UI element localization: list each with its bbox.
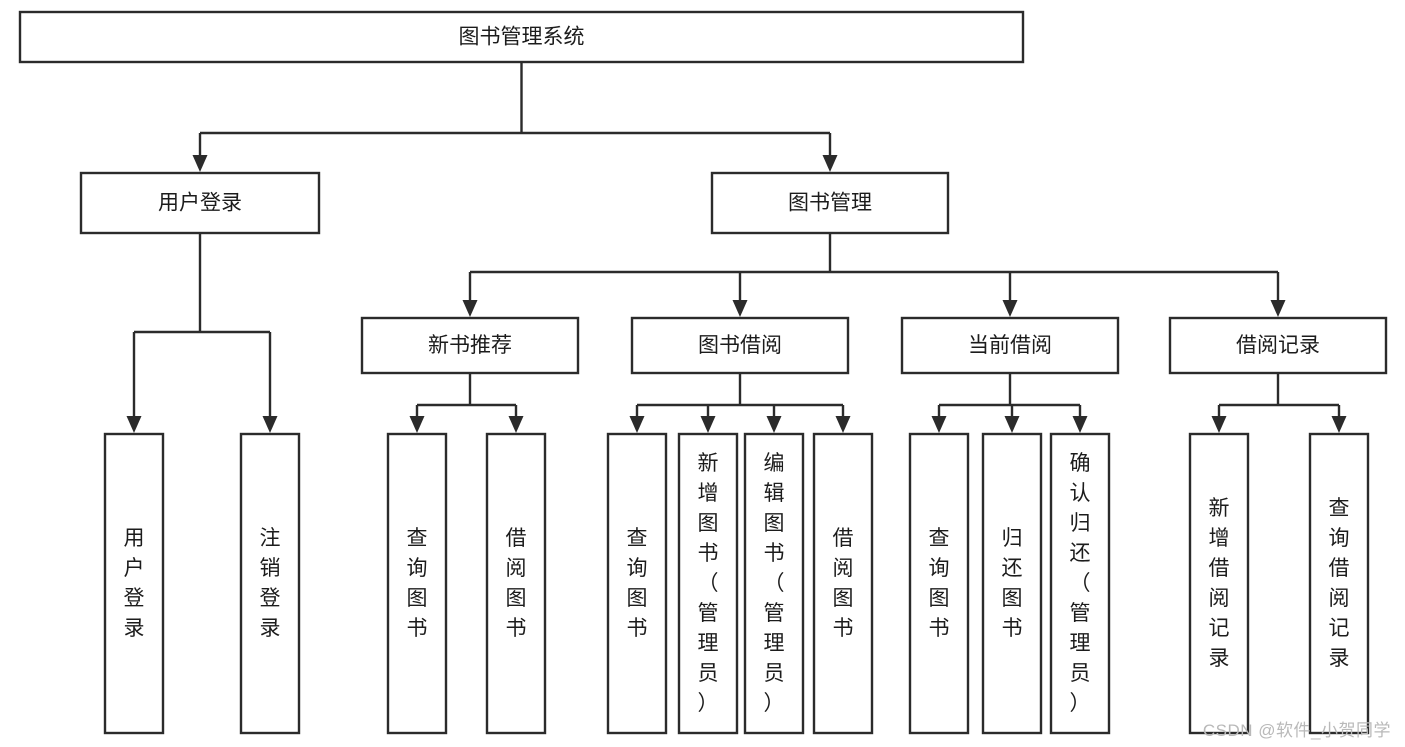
node-book-manage[interactable]: 图书管理 xyxy=(710,171,950,235)
node-label: 图书管理系统 xyxy=(459,26,585,49)
node-box xyxy=(18,10,1025,64)
node-box xyxy=(360,316,580,375)
node-leaf-edit-book[interactable]: 编辑图书（管理员） xyxy=(743,432,805,735)
node-box xyxy=(485,432,547,735)
node-box xyxy=(1308,432,1370,735)
arrow-head-icon xyxy=(409,416,425,433)
node-leaf-query-book-2[interactable]: 查询图书 xyxy=(606,432,668,735)
arrow-head-icon xyxy=(1072,416,1088,433)
node-layer: 图书管理系统用户登录图书管理新书推荐图书借阅当前借阅借阅记录用户登录注销登录查询… xyxy=(18,10,1388,735)
node-label: 注销登录 xyxy=(260,527,281,640)
node-box xyxy=(981,432,1043,735)
node-label: 查询图书 xyxy=(929,527,950,640)
node-new-book-rec[interactable]: 新书推荐 xyxy=(360,316,580,375)
arrow-head-icon xyxy=(629,416,645,433)
node-label: 查询图书 xyxy=(627,527,648,640)
node-leaf-add-record[interactable]: 新增借阅记录 xyxy=(1188,432,1250,735)
node-box xyxy=(1049,432,1111,735)
node-leaf-borrow-book-1[interactable]: 借阅图书 xyxy=(485,432,547,735)
node-leaf-return-book[interactable]: 归还图书 xyxy=(981,432,1043,735)
node-box xyxy=(79,171,321,235)
node-label: 借阅记录 xyxy=(1236,334,1320,357)
node-box xyxy=(812,432,874,735)
node-leaf-query-book-3[interactable]: 查询图书 xyxy=(908,432,970,735)
node-label: 图书借阅 xyxy=(698,334,782,357)
node-leaf-user-login[interactable]: 用户登录 xyxy=(103,432,165,735)
arrow-head-icon xyxy=(262,416,278,433)
node-box xyxy=(239,432,301,735)
node-leaf-query-record[interactable]: 查询借阅记录 xyxy=(1308,432,1370,735)
arrow-head-icon xyxy=(192,155,208,172)
node-borrow-record[interactable]: 借阅记录 xyxy=(1168,316,1388,375)
node-current-borrow[interactable]: 当前借阅 xyxy=(900,316,1120,375)
node-label: 编辑图书（管理员） xyxy=(764,452,785,715)
node-label: 当前借阅 xyxy=(968,334,1052,357)
node-label: 新增图书（管理员） xyxy=(698,452,719,715)
arrow-head-icon xyxy=(732,300,748,317)
arrow-head-icon xyxy=(1331,416,1347,433)
node-label: 新书推荐 xyxy=(428,334,512,357)
node-label: 查询借阅记录 xyxy=(1329,497,1350,670)
node-leaf-logout[interactable]: 注销登录 xyxy=(239,432,301,735)
arrow-head-icon xyxy=(1211,416,1227,433)
node-label: 查询图书 xyxy=(407,527,428,640)
arrow-head-icon xyxy=(126,416,142,433)
node-label: 借阅图书 xyxy=(833,527,854,640)
node-label: 确认归还（管理员） xyxy=(1070,452,1091,715)
node-box xyxy=(743,432,805,735)
node-label: 新增借阅记录 xyxy=(1209,497,1230,670)
node-user-login[interactable]: 用户登录 xyxy=(79,171,321,235)
node-box xyxy=(386,432,448,735)
node-label: 图书管理 xyxy=(788,192,872,215)
node-box xyxy=(103,432,165,735)
node-root[interactable]: 图书管理系统 xyxy=(18,10,1025,64)
node-leaf-query-book-1[interactable]: 查询图书 xyxy=(386,432,448,735)
node-box xyxy=(677,432,739,735)
node-label: 用户登录 xyxy=(158,192,242,215)
arrow-head-icon xyxy=(700,416,716,433)
node-box xyxy=(710,171,950,235)
node-box xyxy=(1188,432,1250,735)
node-box xyxy=(630,316,850,375)
node-leaf-confirm-return[interactable]: 确认归还（管理员） xyxy=(1049,432,1111,735)
arrow-head-icon xyxy=(822,155,838,172)
node-leaf-borrow-book-2[interactable]: 借阅图书 xyxy=(812,432,874,735)
arrow-head-icon xyxy=(931,416,947,433)
node-leaf-add-book[interactable]: 新增图书（管理员） xyxy=(677,432,739,735)
node-label: 借阅图书 xyxy=(506,527,527,640)
arrow-head-icon xyxy=(508,416,524,433)
node-book-borrow[interactable]: 图书借阅 xyxy=(630,316,850,375)
arrow-head-icon xyxy=(766,416,782,433)
arrow-head-icon xyxy=(1004,416,1020,433)
node-box xyxy=(900,316,1120,375)
connector-layer xyxy=(126,62,1347,433)
node-label: 归还图书 xyxy=(1002,527,1023,640)
arrow-head-icon xyxy=(1270,300,1286,317)
node-box xyxy=(606,432,668,735)
node-box xyxy=(1168,316,1388,375)
arrow-head-icon xyxy=(462,300,478,317)
arrow-head-icon xyxy=(835,416,851,433)
arrow-head-icon xyxy=(1002,300,1018,317)
node-label: 用户登录 xyxy=(124,527,145,640)
node-box xyxy=(908,432,970,735)
